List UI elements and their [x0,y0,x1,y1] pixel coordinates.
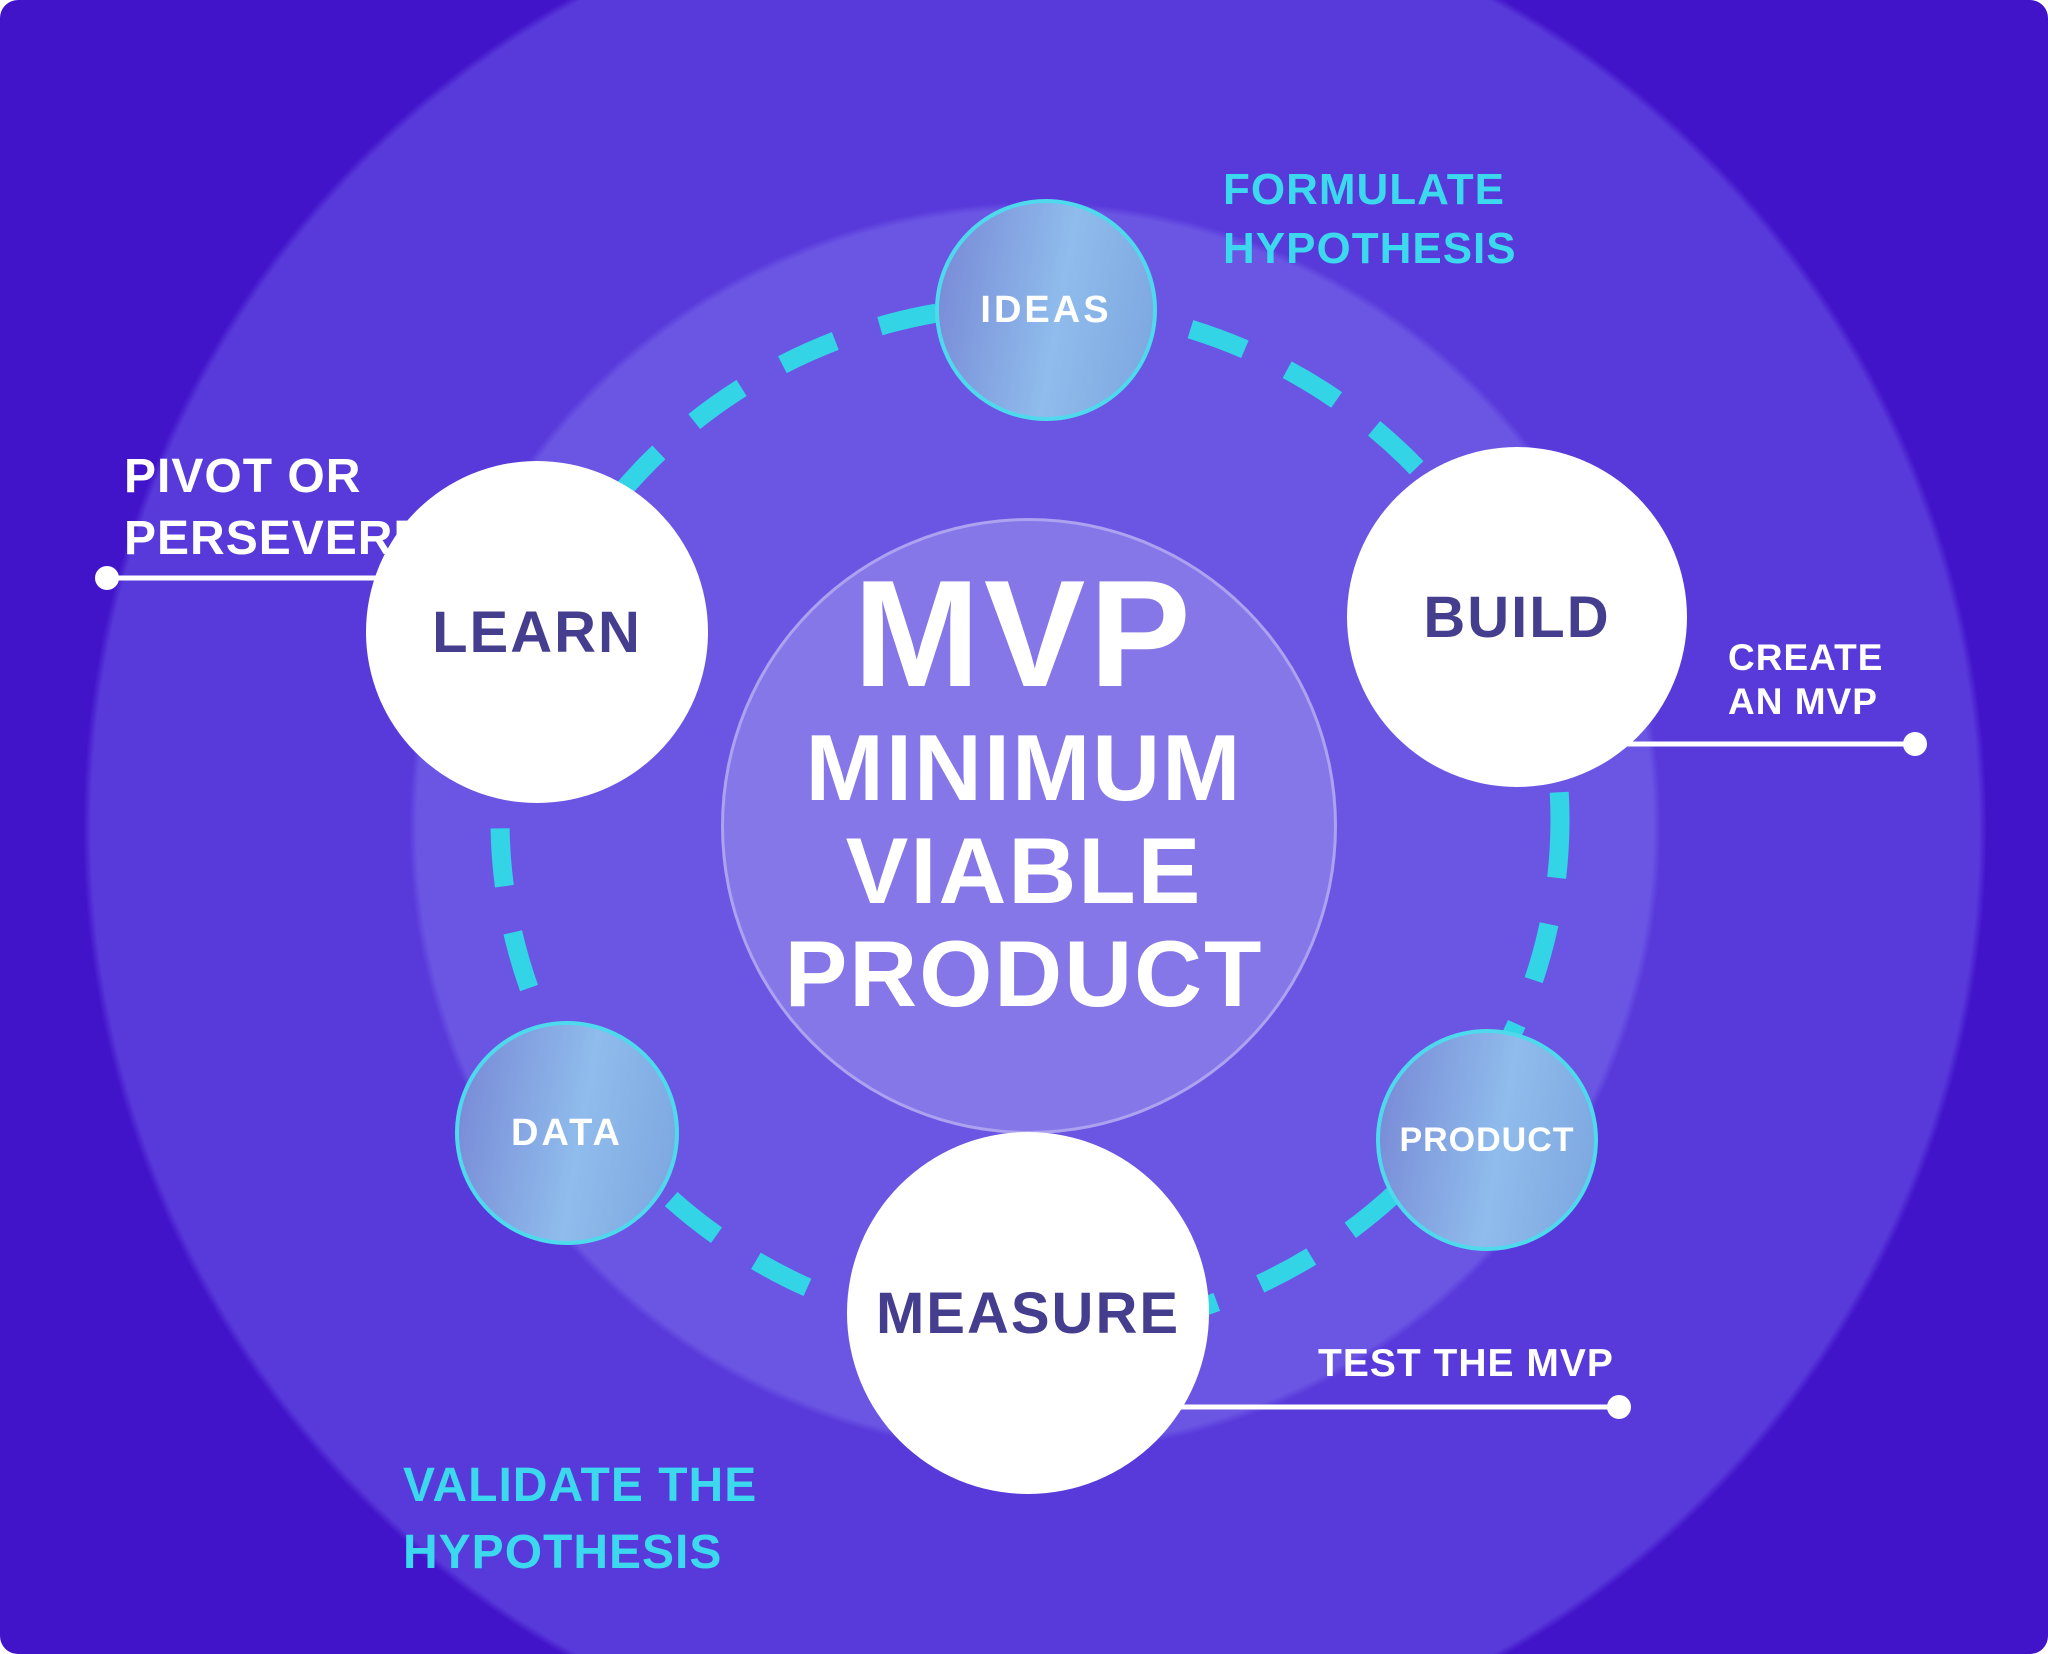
pivot-connector-dot [95,566,119,590]
node-build-label: BUILD [1423,584,1611,650]
node-data-label: DATA [511,1111,623,1154]
title-acronym: MVP [853,549,1195,719]
node-measure-label: MEASURE [875,1280,1181,1346]
node-measure: MEASURE [847,1132,1209,1494]
center-highlight-circle [721,518,1337,1134]
node-build: BUILD [1347,447,1687,787]
create-connector-dot [1903,732,1927,756]
node-data: DATA [455,1021,679,1245]
node-ideas-label: IDEAS [980,288,1112,331]
test-connector-dot [1607,1395,1631,1419]
title-word-viable: VIABLE [845,818,1203,923]
node-ideas: IDEAS [935,199,1157,421]
annotation-validate-the-hypothesis: VALIDATE THE HYPOTHESIS [403,1459,758,1579]
node-product: PRODUCT [1376,1029,1598,1251]
annotation-test-the-mvp: TEST THE MVP [1318,1342,1614,1385]
annotation-create-an-mvp: CREATE AN MVP [1728,637,1884,722]
annotation-pivot-or-persevere: PIVOT OR PERSEVERE? [124,450,457,565]
node-product-label: PRODUCT [1399,1120,1575,1159]
node-learn-label: LEARN [432,599,642,665]
title-word-product: PRODUCT [784,921,1264,1026]
annotation-formulate-hypothesis: FORMULATE HYPOTHESIS [1223,165,1517,273]
title-word-minimum: MINIMUM [805,715,1243,820]
node-learn: LEARN [366,461,708,803]
